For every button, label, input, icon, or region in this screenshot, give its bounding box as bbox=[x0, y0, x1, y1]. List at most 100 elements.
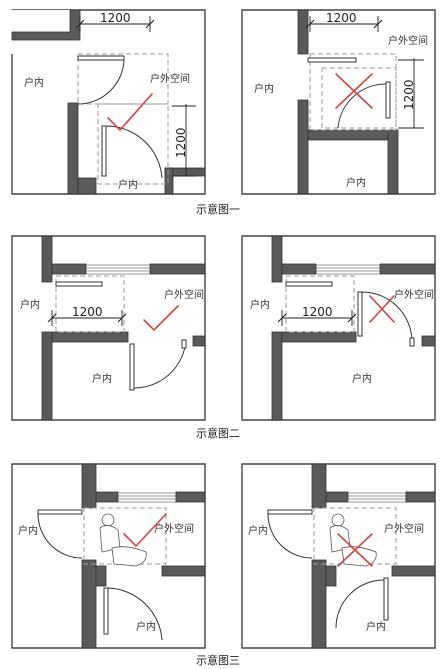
clearance-zone bbox=[97, 103, 169, 185]
door-leaf bbox=[181, 339, 187, 349]
cross-mark-icon bbox=[369, 295, 395, 323]
door-swing-arc bbox=[37, 513, 83, 559]
indoor-label: 户内 bbox=[18, 524, 38, 537]
door-swing-arc bbox=[133, 339, 187, 389]
clearance-zone bbox=[285, 275, 355, 333]
wall bbox=[387, 129, 399, 195]
wall bbox=[297, 9, 309, 55]
wall bbox=[325, 491, 349, 503]
indoor-label: 户内 bbox=[20, 298, 40, 311]
window bbox=[348, 492, 406, 503]
window bbox=[118, 492, 176, 503]
door-swing-arc bbox=[361, 291, 413, 343]
door-leaf bbox=[77, 55, 125, 61]
indoor-label: 户内 bbox=[366, 620, 386, 633]
dimension-label: 1200 bbox=[302, 305, 333, 319]
door-swing-arc bbox=[337, 83, 387, 129]
indoor-label: 户内 bbox=[136, 620, 156, 633]
dimension-label: 1200 bbox=[326, 11, 357, 25]
caption-fig3: 示意图三 bbox=[196, 653, 240, 667]
check-mark-icon bbox=[107, 93, 153, 132]
person-figure-icon bbox=[329, 513, 377, 567]
wall bbox=[421, 335, 436, 347]
door-leaf bbox=[357, 291, 363, 337]
indoor-label: 户内 bbox=[346, 176, 366, 189]
door-leaf bbox=[267, 509, 313, 515]
window bbox=[316, 264, 380, 275]
fig2-left-panel: 1200 户内 户外空间 户内 bbox=[11, 235, 206, 421]
indoor-label: 户内 bbox=[92, 372, 112, 385]
wall bbox=[325, 565, 337, 587]
wall bbox=[311, 559, 327, 649]
caption-fig2: 示意图二 bbox=[196, 426, 240, 440]
wall bbox=[281, 331, 357, 343]
window bbox=[86, 264, 150, 275]
outdoor-label: 户外空间 bbox=[394, 288, 434, 301]
door-leaf bbox=[55, 281, 103, 287]
wall bbox=[51, 331, 129, 343]
dimension-label: 1200 bbox=[174, 127, 188, 158]
outdoor-label: 户外空间 bbox=[150, 72, 190, 85]
fig3-left-panel: 户内 户外空间 户内 bbox=[11, 463, 206, 649]
fig3-right-panel: 户内 户外空间 户内 bbox=[241, 463, 436, 649]
wall bbox=[271, 235, 283, 283]
indoor-label: 户内 bbox=[248, 524, 268, 537]
door-leaf bbox=[101, 125, 107, 177]
wall bbox=[281, 263, 317, 275]
outdoor-label: 户外空间 bbox=[164, 288, 204, 301]
wall bbox=[405, 491, 436, 503]
caption-fig1: 示意图一 bbox=[196, 202, 240, 216]
wall bbox=[95, 565, 107, 587]
door-swing-arc bbox=[105, 125, 163, 179]
wall bbox=[149, 263, 206, 275]
dimension-label: 1200 bbox=[100, 11, 131, 25]
dimension-line bbox=[398, 58, 424, 129]
wall bbox=[51, 263, 87, 275]
wall bbox=[67, 102, 79, 195]
outdoor-label: 户外空间 bbox=[388, 34, 428, 47]
fig2-right-panel: 1200 户内 户外空间 户内 bbox=[241, 235, 436, 421]
clearance-zone bbox=[321, 67, 397, 129]
door-leaf bbox=[285, 281, 333, 287]
door-leaf bbox=[385, 81, 391, 119]
fig1-right-panel: 1200 1200 户内 户外空间 户内 bbox=[241, 9, 436, 195]
wall bbox=[192, 335, 206, 347]
wall bbox=[81, 463, 97, 509]
cross-mark-icon bbox=[335, 73, 373, 109]
fig1-left-panel: 1200 1200 户内 户外空间 户内 bbox=[10, 9, 206, 195]
wall bbox=[379, 263, 436, 275]
wall bbox=[175, 491, 206, 503]
person-figure-icon bbox=[99, 513, 147, 567]
door-swing-arc bbox=[267, 513, 313, 559]
wall bbox=[81, 559, 97, 649]
wall bbox=[297, 99, 309, 195]
outdoor-label: 户外空间 bbox=[384, 522, 424, 535]
wall bbox=[391, 565, 436, 577]
outdoor-label: 户外空间 bbox=[154, 522, 194, 535]
wall bbox=[164, 167, 174, 195]
wall bbox=[41, 331, 53, 421]
check-mark-icon bbox=[143, 305, 179, 332]
clearance-zone bbox=[55, 275, 125, 333]
door-leaf bbox=[307, 57, 357, 63]
wall bbox=[271, 331, 283, 421]
door-swing-arc bbox=[77, 59, 125, 105]
indoor-label: 户内 bbox=[250, 298, 270, 311]
door-swing-arc bbox=[335, 579, 385, 629]
wall bbox=[11, 9, 81, 41]
door-leaf bbox=[383, 577, 389, 621]
wall bbox=[307, 129, 397, 141]
door-leaf bbox=[37, 509, 83, 515]
check-mark-icon bbox=[123, 513, 167, 548]
door-leaf bbox=[129, 343, 135, 391]
door-swing-arc bbox=[107, 587, 163, 641]
indoor-label: 户内 bbox=[254, 82, 274, 95]
wall bbox=[77, 177, 97, 195]
indoor-label: 户内 bbox=[24, 76, 44, 89]
wall bbox=[41, 235, 53, 283]
dimension-line bbox=[172, 104, 196, 177]
dimension-label: 1200 bbox=[72, 305, 103, 319]
dimension-label: 1200 bbox=[402, 79, 416, 110]
wall bbox=[161, 565, 206, 577]
